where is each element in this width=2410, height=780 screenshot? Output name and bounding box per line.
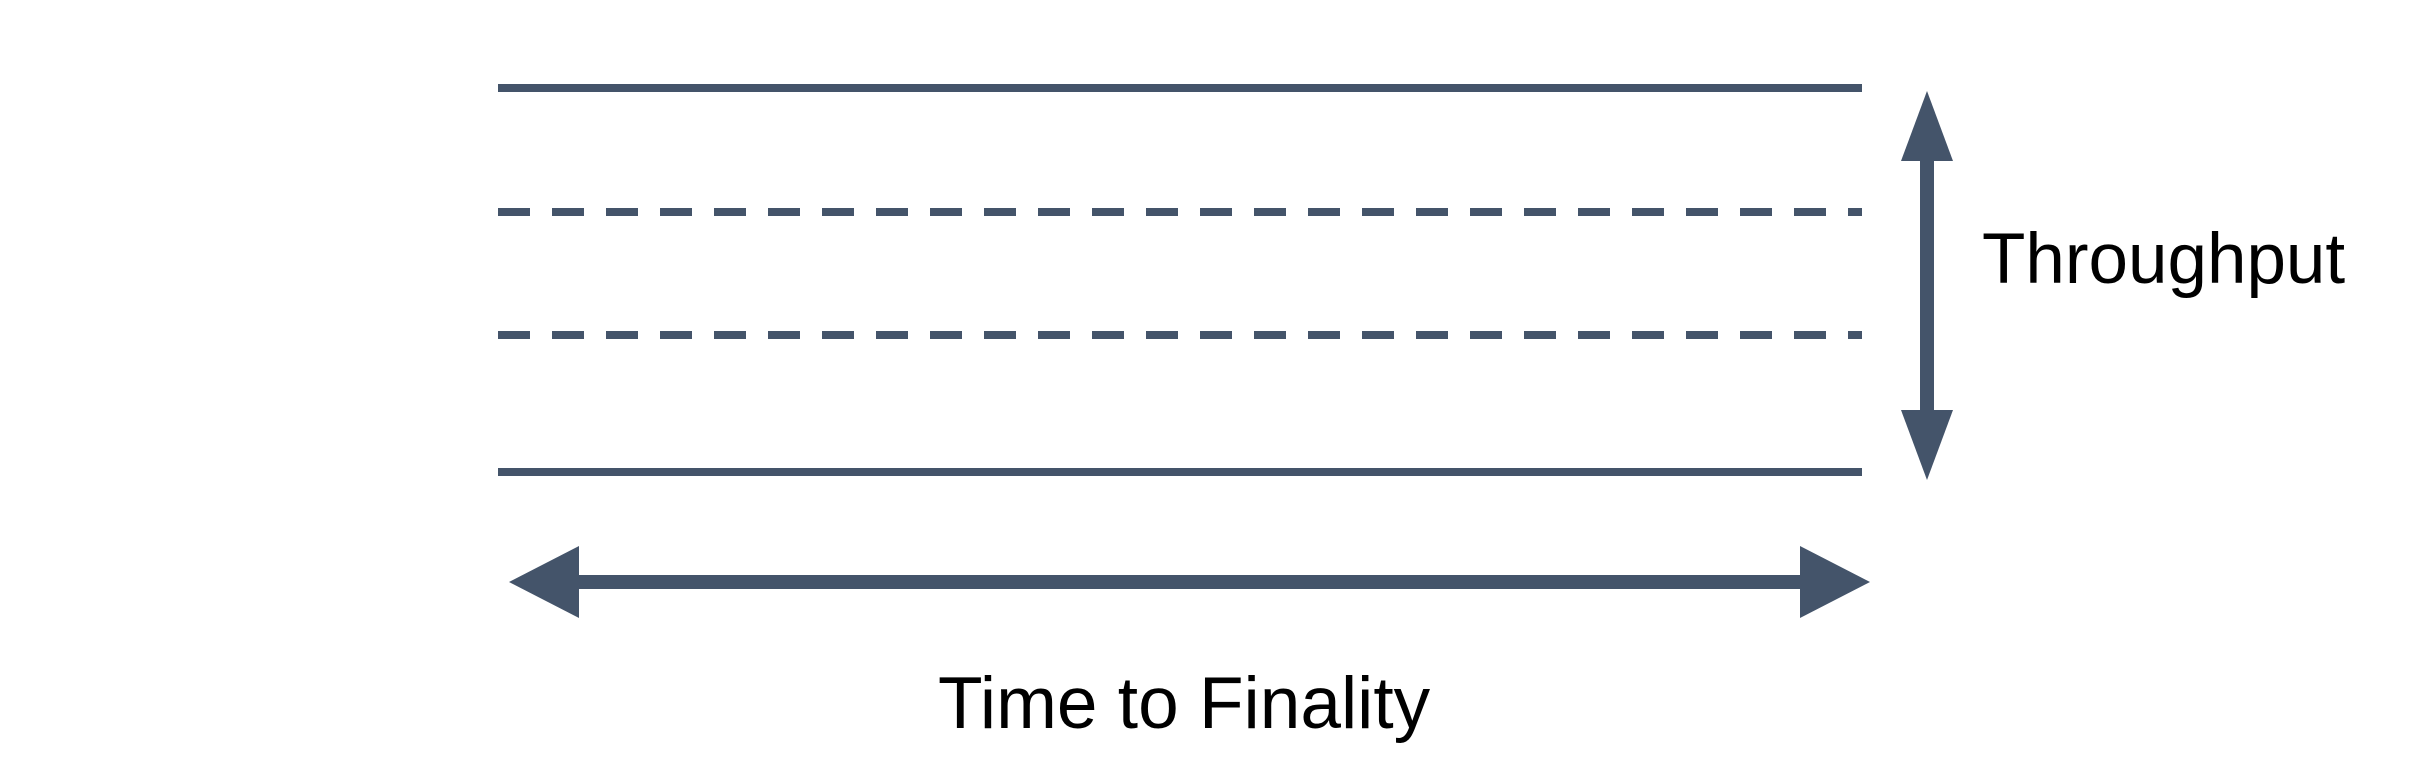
- lane-line-group: [498, 84, 1862, 476]
- throughput-arrow-shaft: [1920, 155, 1934, 416]
- arrow-right-icon: [1800, 546, 1870, 618]
- arrow-left-icon: [509, 546, 579, 618]
- throughput-axis-label: Throughput: [1982, 220, 2346, 299]
- time-to-finality-double-arrow: [509, 546, 1870, 618]
- throughput-double-arrow: [1901, 91, 1953, 480]
- time-to-finality-axis-label: Time to Finality: [938, 663, 1431, 744]
- time-to-finality-arrow-shaft: [571, 575, 1808, 589]
- arrow-up-icon: [1901, 91, 1953, 161]
- arrow-down-icon: [1901, 410, 1953, 480]
